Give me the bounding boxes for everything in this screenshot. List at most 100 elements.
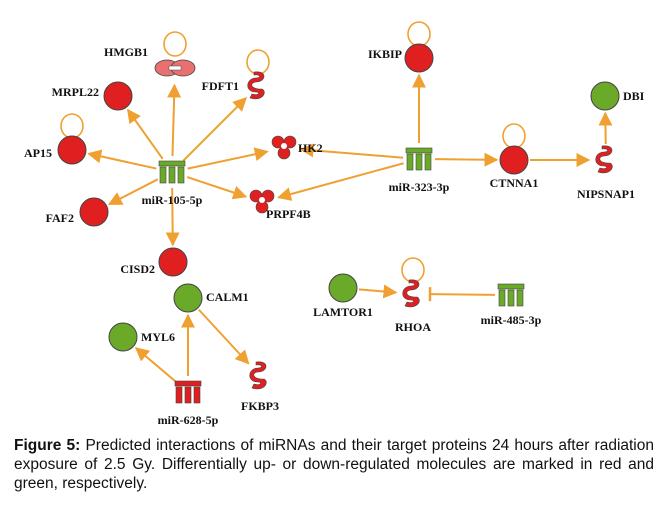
kinase-lobe [283,135,297,149]
circle-shape [173,283,203,313]
mirna-prong [159,166,167,184]
edge-mir105-to-ap15 [87,149,157,170]
edge-mir323-to-hk2 [299,143,404,159]
enzyme-shape [249,361,267,390]
node-myl6[interactable] [108,322,138,352]
node-label-mrpl22: MRPL22 [52,85,99,99]
node-cisd2[interactable] [158,247,188,277]
self-loop-hmgb1 [163,31,187,57]
self-loop-ikbip [407,21,431,47]
edge-mir323-to-prpf4b [277,162,404,201]
edge-mir105-to-hmgb1 [167,83,182,157]
edge-mir323-to-ctnna1 [434,152,499,167]
node-fdft1[interactable] [247,71,265,100]
node-label-lamtor1: LAMTOR1 [313,305,373,319]
edge-mir628-to-myl6 [134,347,177,383]
self-loop-ap15 [60,113,84,139]
node-label-ikbip: IKBIP [368,47,402,61]
circle-shape [590,81,620,111]
node-ikbip[interactable] [404,43,434,73]
node-lamtor1[interactable] [328,273,358,303]
node-mir105[interactable] [158,160,186,184]
edge-mir485-to-rhoa [429,293,496,296]
kinase-core [281,143,287,149]
edge-mir105-to-cisd2 [165,187,180,247]
self-loop-fdft1 [246,49,270,75]
node-label-myl6: MYL6 [141,330,175,344]
mirna-prong [415,153,423,171]
edge-lamtor1-to-rhoa [358,284,398,299]
node-hmgb1[interactable] [154,59,196,77]
node-label-hmgb1: HMGB1 [104,45,148,59]
kinase-core [259,197,265,203]
node-mrpl22[interactable] [103,81,133,111]
mirna-prong [184,386,192,404]
node-label-mir628: miR-628-5p [158,413,219,427]
edge-mir105-to-prpf4b [186,176,248,200]
mirna-bar [158,160,186,167]
caption-label: Figure 5: [14,437,81,454]
mirna-prong [424,153,432,171]
self-loop-rhoa [401,257,425,283]
node-calm1[interactable] [173,283,203,313]
node-ctnna1[interactable] [499,145,529,175]
node-label-hk2: HK2 [298,141,323,155]
node-label-mir485: miR-485-3p [481,313,542,327]
node-hk2[interactable] [271,135,297,160]
circle-shape [404,43,434,73]
node-label-prpf4b: PRPF4B [266,207,311,221]
circle-shape [108,322,138,352]
node-dbi[interactable] [590,81,620,111]
node-label-mir105: miR-105-5p [142,193,203,207]
self-loop-ctnna1 [502,123,526,149]
node-label-faf2: FAF2 [46,211,74,225]
enzyme-shape [402,279,420,308]
node-mir323[interactable] [405,147,433,171]
node-rhoa[interactable] [402,279,420,308]
mirna-prong [516,289,524,307]
mirna-prong [498,289,506,307]
mirna-bar [174,380,202,387]
edges-layer [87,73,613,383]
node-label-ap15: AP15 [24,146,52,160]
enzyme-shape [595,145,613,174]
self-loops-layer [60,21,526,283]
node-label-nipsnap1: NIPSNAP1 [577,187,635,201]
node-nipsnap1[interactable] [595,145,613,174]
node-label-cisd2: CISD2 [120,262,155,276]
caption-text: Predicted interactions of miRNAs and the… [14,437,654,492]
mirna-prong [175,386,183,404]
figure-caption: Figure 5: Predicted interactions of miRN… [14,436,654,493]
node-label-dbi: DBI [623,89,645,103]
circle-shape [57,135,87,165]
dimer-link [168,65,182,71]
circle-shape [499,145,529,175]
mirna-prong [168,166,176,184]
mirna-bar [405,147,433,154]
mirna-bar [497,283,525,290]
node-mir628[interactable] [174,380,202,404]
enzyme-shape [247,71,265,100]
node-fkbp3[interactable] [249,361,267,390]
edge-mir105-to-mrpl22 [127,108,164,160]
node-label-ctnna1: CTNNA1 [490,176,539,190]
edge-mir105-to-faf2 [107,178,159,206]
node-label-fkbp3: FKBP3 [241,399,279,413]
node-label-mir323: miR-323-3p [389,180,450,194]
node-mir485[interactable] [497,283,525,307]
mirna-prong [193,386,201,404]
edge-mir105-to-fdft1 [182,97,247,162]
node-faf2[interactable] [79,197,109,227]
node-label-rhoa: RHOA [395,320,431,334]
edge-mir105-to-hk2 [187,147,269,170]
mirna-prong [177,166,185,184]
mirna-prong [507,289,515,307]
node-ap15[interactable] [57,135,87,165]
node-prpf4b[interactable] [249,189,275,214]
node-label-fdft1: FDFT1 [202,79,239,93]
kinase-lobe [261,189,275,203]
circle-shape [79,197,109,227]
edge-calm1-to-fkbp3 [198,309,250,365]
